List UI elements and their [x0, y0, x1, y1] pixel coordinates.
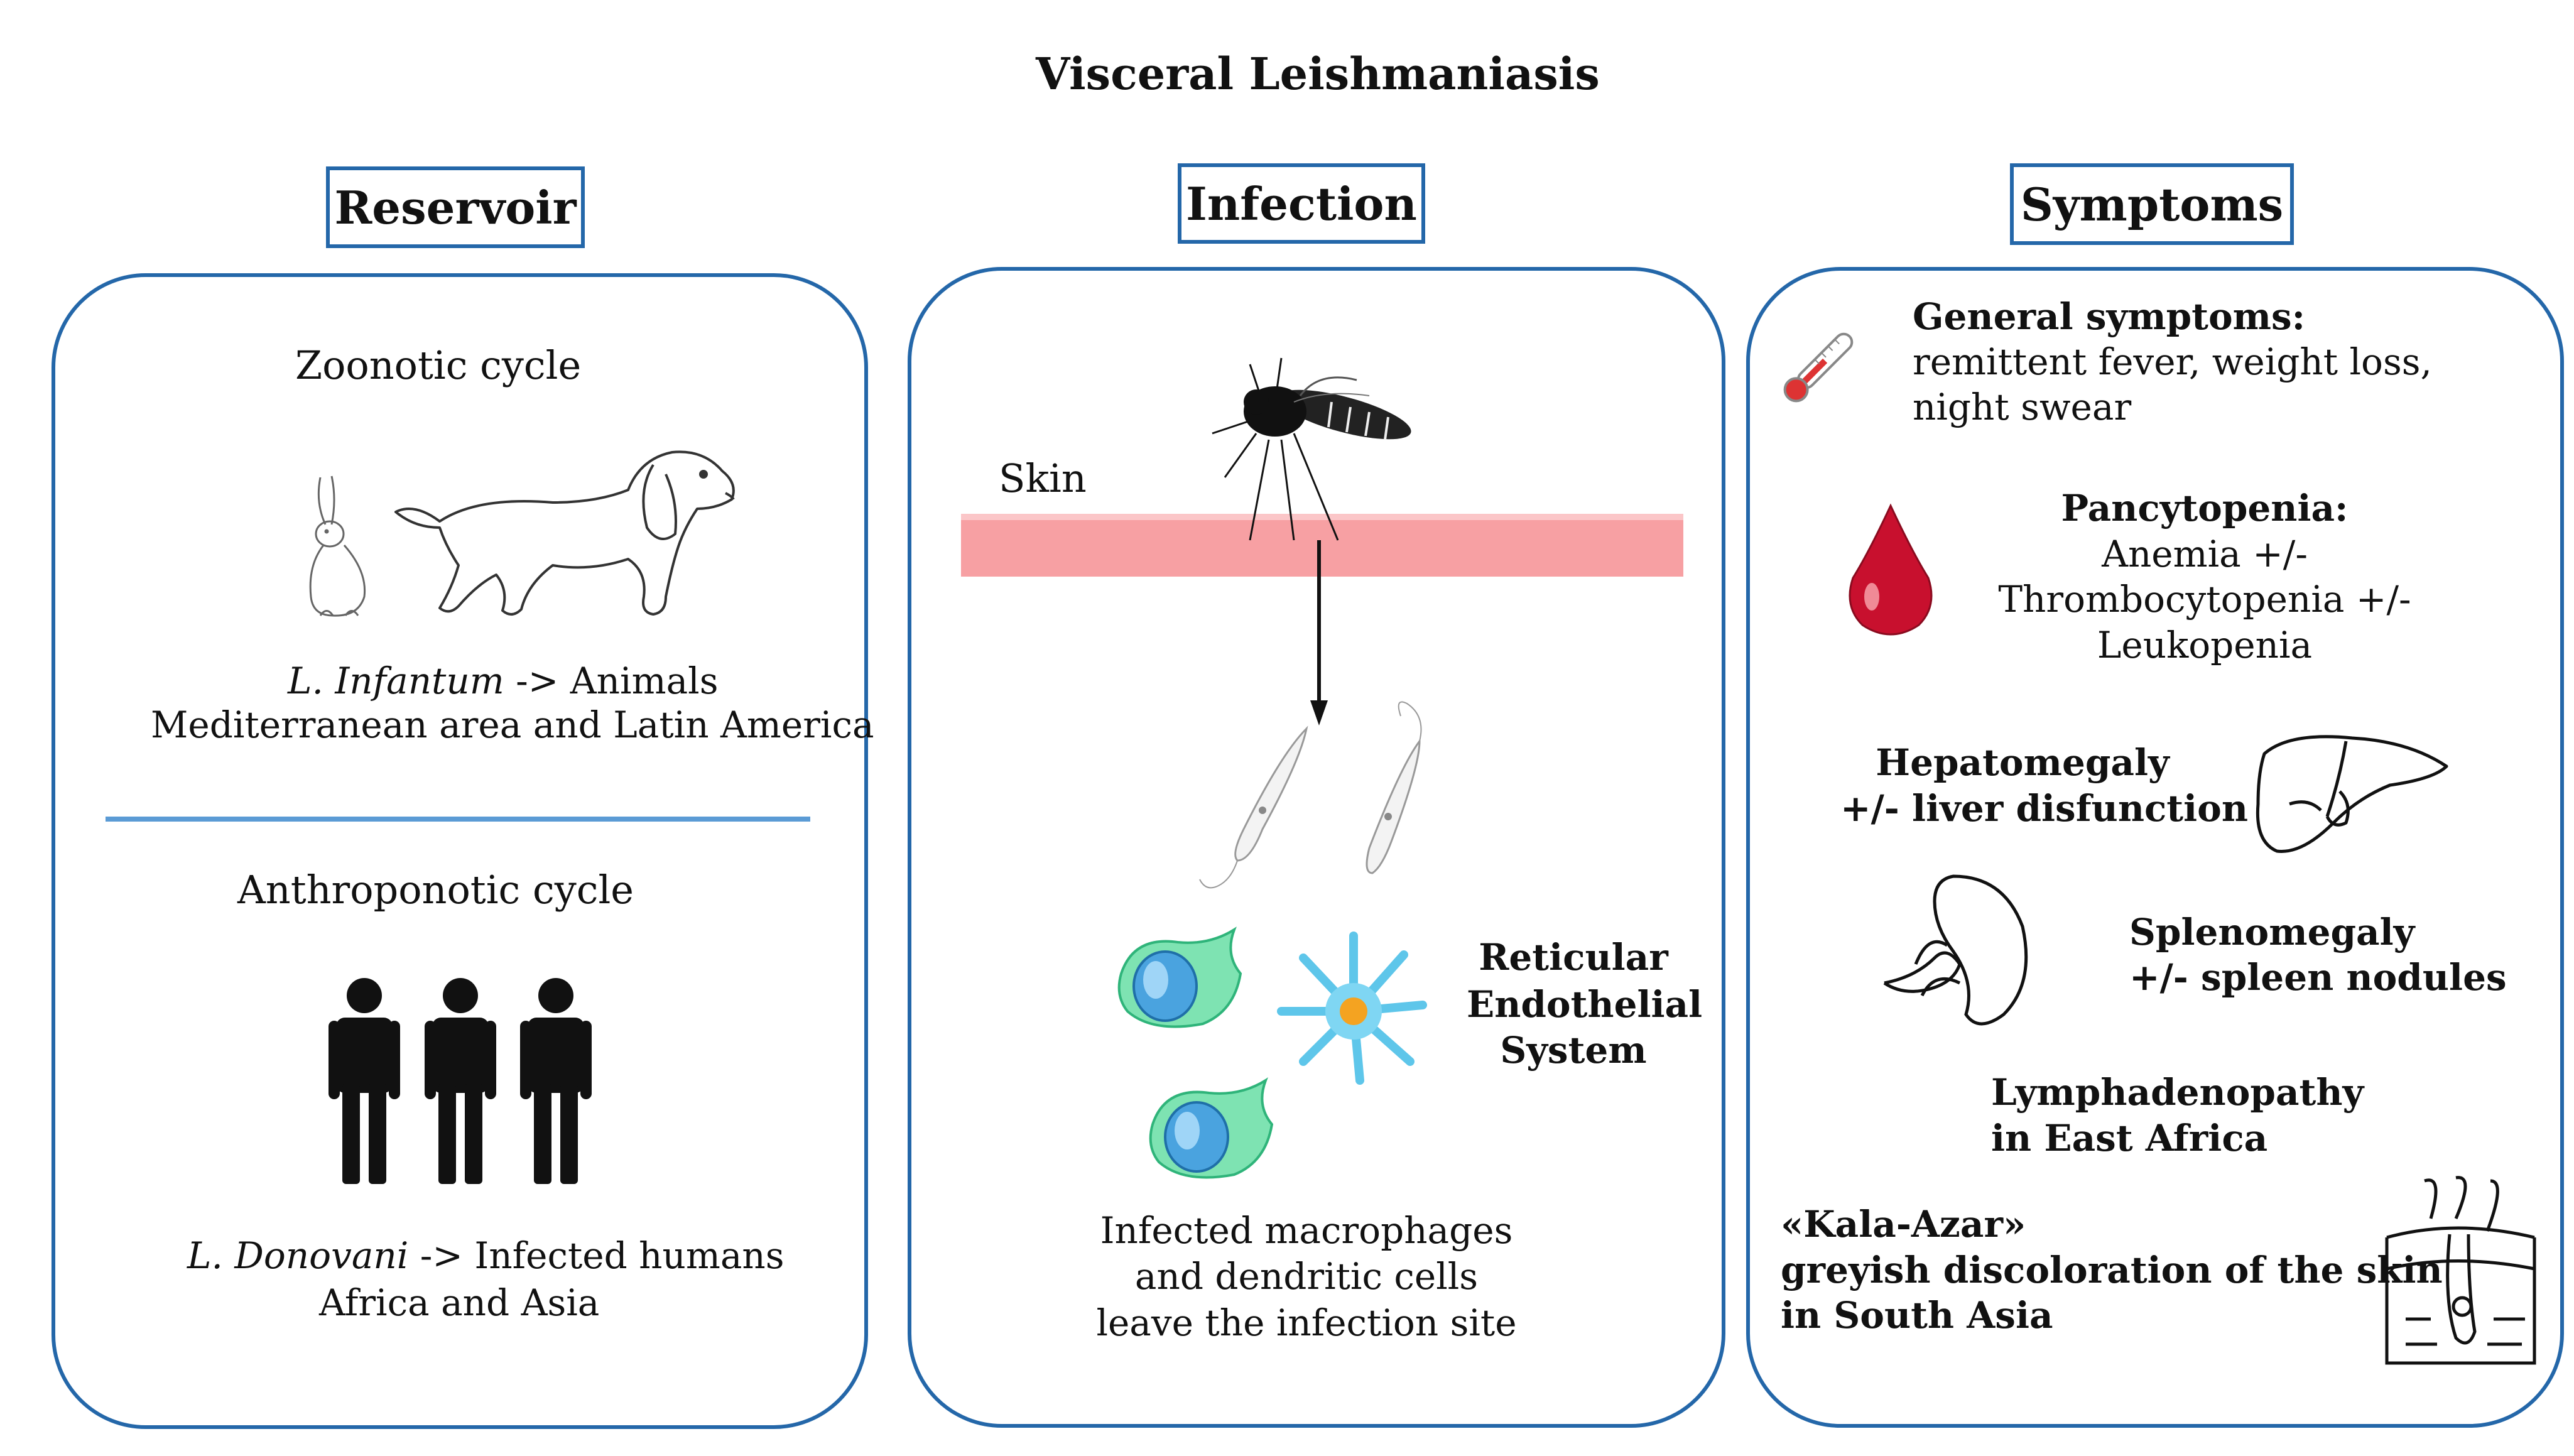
cycle-divider	[106, 817, 810, 822]
zoonotic-host: -> Animals	[504, 660, 719, 702]
pancytopenia-line-3: Leukopenia	[2097, 624, 2313, 666]
zoonotic-region: Mediterranean area and Latin America	[151, 704, 874, 746]
mosquito-icon	[1212, 357, 1411, 541]
general-symptoms-title: General symptoms:	[1913, 295, 2306, 338]
skin-surface	[961, 514, 1683, 520]
splenomegaly-line-2: +/- spleen nodules	[2129, 956, 2507, 999]
anthroponotic-cycle-label: Anthroponotic cycle	[237, 867, 634, 913]
lymphadenopathy-line-1: Lymphadenopathy	[1991, 1071, 2364, 1114]
pancytopenia-line-1: Anemia +/-	[2102, 533, 2308, 575]
lymphadenopathy-line-2: in East Africa	[1991, 1117, 2268, 1160]
header-symptoms-label: Symptoms	[2020, 177, 2284, 231]
header-infection: Infection	[1178, 163, 1425, 244]
res-line-1: Reticular	[1479, 936, 1668, 979]
general-symptoms-line-2: night swear	[1913, 386, 2132, 428]
header-infection-label: Infection	[1186, 177, 1417, 231]
panel-symptoms	[1746, 267, 2564, 1428]
general-symptoms-line-1: remittent fever, weight loss,	[1913, 340, 2432, 383]
anthroponotic-species: L. Donovani	[187, 1234, 409, 1277]
res-line-2: Endothelial	[1467, 983, 1703, 1026]
res-line-3: System	[1500, 1029, 1647, 1072]
kala-azar-line-2: greyish discoloration of the skin	[1781, 1249, 2443, 1291]
promastigote-icon	[1199, 701, 1422, 889]
skin-label: Skin	[999, 455, 1087, 501]
kala-azar-line-3: in South Asia	[1781, 1294, 2053, 1337]
diagram-title: Visceral Leishmaniasis	[1036, 48, 1600, 100]
zoonotic-species: L. Infantum	[288, 660, 504, 702]
header-reservoir: Reservoir	[326, 166, 585, 248]
thermometer-icon	[1783, 332, 1854, 403]
macrophage-icon	[1149, 1077, 1274, 1179]
transmission-arrow	[1310, 540, 1328, 725]
people-icon	[329, 978, 592, 1184]
zoonotic-species-line: L. Infantum -> Animals	[288, 660, 718, 702]
spleen-icon	[1883, 874, 2028, 1026]
infection-caption-1: Infected macrophages	[1100, 1209, 1513, 1252]
rabbit-icon	[309, 475, 366, 617]
splenomegaly-line-1: Splenomegaly	[2129, 911, 2415, 953]
blood-drop-icon	[1849, 503, 1933, 636]
immune-cells	[1117, 926, 1427, 1179]
header-reservoir-label: Reservoir	[334, 180, 577, 234]
anthroponotic-species-line: L. Donovani -> Infected humans	[187, 1234, 785, 1277]
skin-section-icon	[2385, 1176, 2536, 1365]
infection-caption-3: leave the infection site	[1096, 1301, 1517, 1344]
kala-azar-line-1: «Kala-Azar»	[1781, 1203, 2026, 1246]
liver-icon	[2256, 735, 2448, 853]
skin-layer	[961, 514, 1683, 577]
header-symptoms: Symptoms	[2010, 163, 2294, 245]
panel-reservoir	[52, 273, 868, 1429]
macrophage-icon	[1117, 926, 1242, 1028]
panel-infection	[908, 267, 1725, 1428]
dog-icon	[394, 450, 735, 616]
dendritic-cell-icon	[1277, 932, 1427, 1085]
hepatomegaly-line-1: Hepatomegaly	[1876, 741, 2169, 784]
infection-caption-2: and dendritic cells	[1134, 1255, 1479, 1298]
hepatomegaly-line-2: +/- liver disfunction	[1840, 787, 2248, 830]
pancytopenia-line-2: Thrombocytopenia +/-	[1998, 578, 2411, 621]
anthroponotic-host: -> Infected humans	[408, 1234, 785, 1277]
zoonotic-cycle-label: Zoonotic cycle	[295, 342, 582, 388]
pancytopenia-title: Pancytopenia:	[2061, 487, 2349, 530]
anthroponotic-region: Africa and Asia	[319, 1281, 600, 1324]
